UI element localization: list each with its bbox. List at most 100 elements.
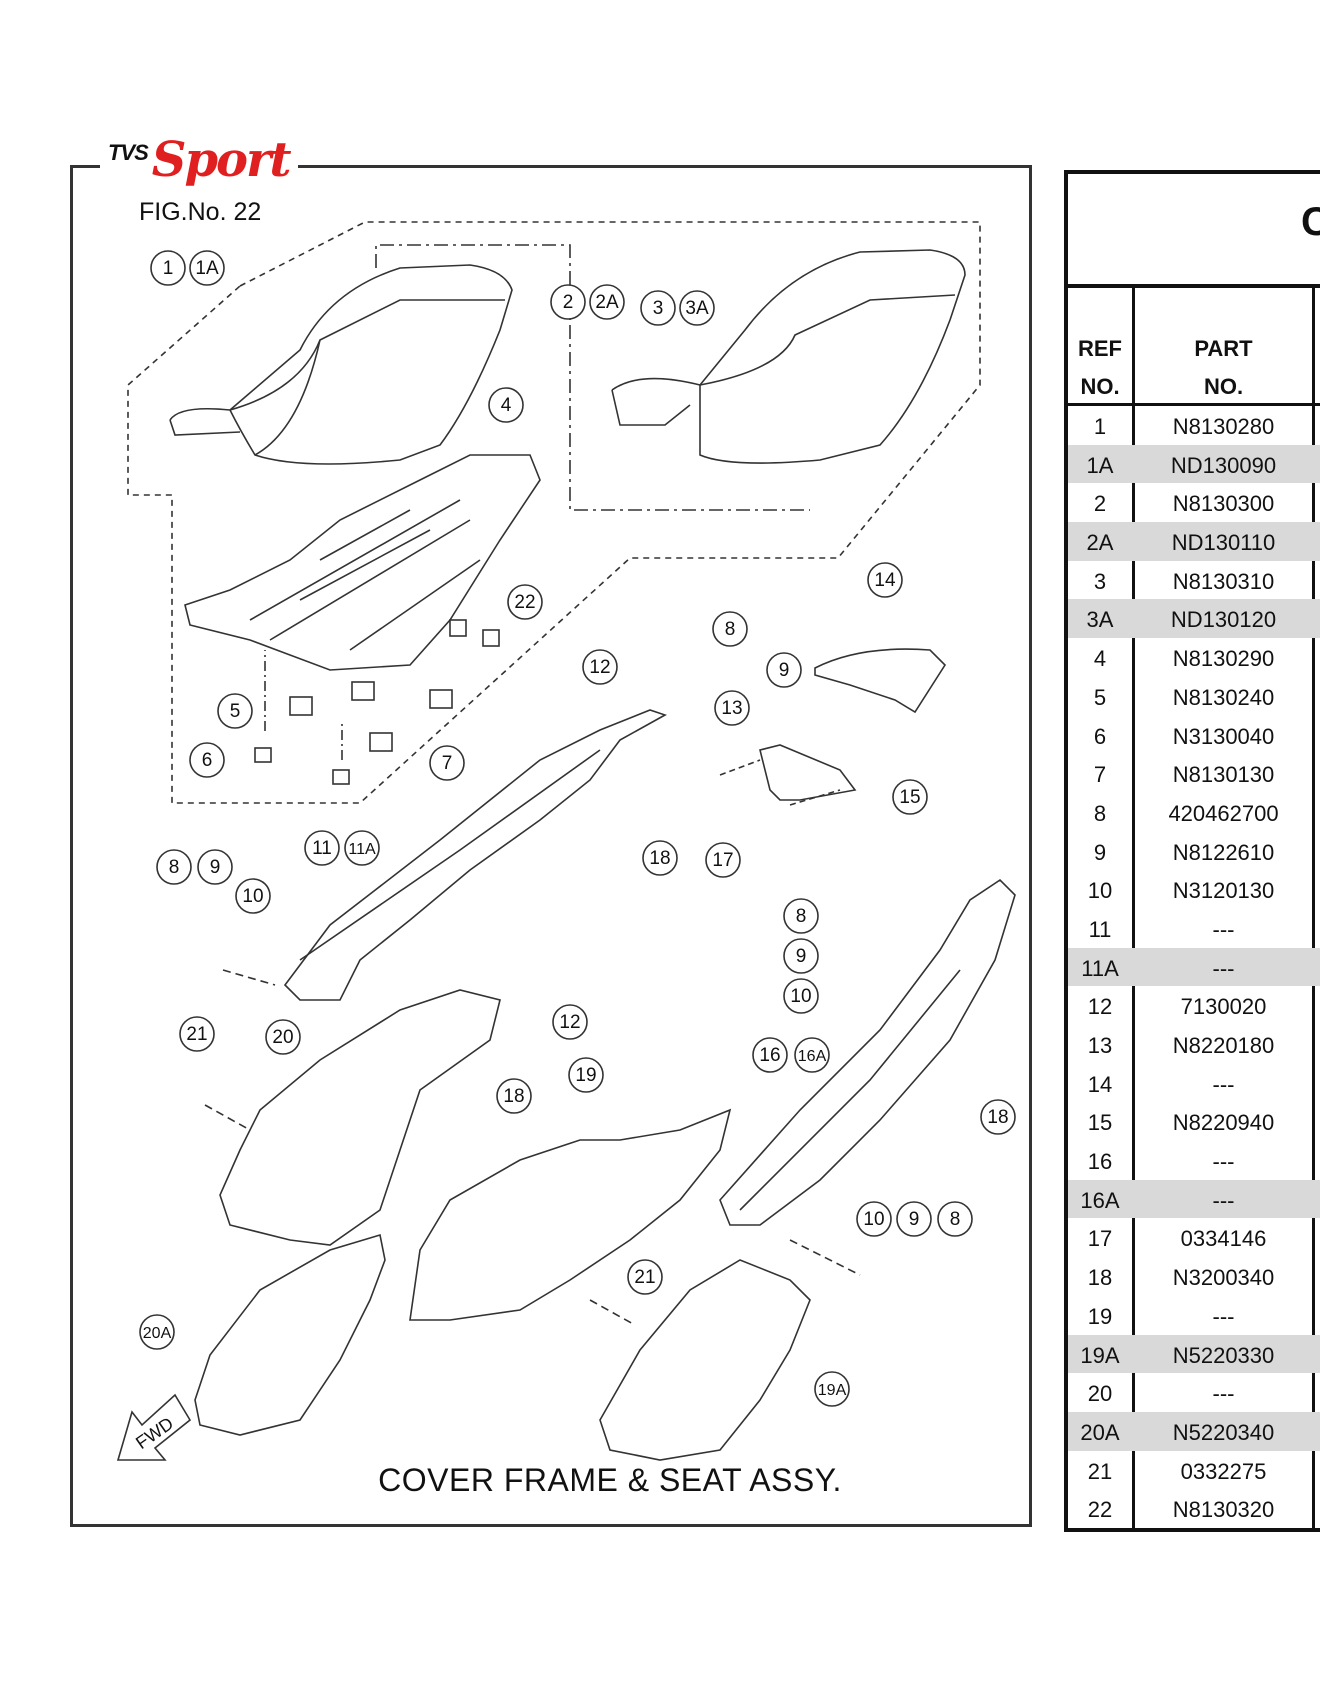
ref-no: 11A	[1081, 955, 1119, 981]
table-row: 10 N3120130	[1068, 870, 1320, 909]
callout-label: 1	[163, 258, 174, 279]
callout-circle	[783, 978, 819, 1014]
header-part-no: PART NO.	[1135, 330, 1312, 406]
callout-label: 4	[501, 395, 512, 416]
header-ref-no: REF NO.	[1068, 330, 1132, 406]
callout-label: 22	[514, 592, 535, 613]
figure-caption-text: COVER FRAME & SEAT ASSY.	[378, 1462, 842, 1498]
ref-no: 16A	[1080, 1187, 1120, 1213]
figure-number: FIG.No. 22	[139, 198, 262, 226]
fwd-label: FWD	[132, 1413, 177, 1453]
callout-circle	[344, 830, 380, 866]
callout-label: 7	[442, 753, 453, 774]
part-no: ---	[1212, 1381, 1235, 1407]
ref-no: 17	[1087, 1226, 1113, 1252]
ref-no: 20	[1087, 1381, 1113, 1407]
table-row: 14---	[1068, 1064, 1320, 1103]
ref-no: 11	[1088, 916, 1112, 942]
callout-label: 8	[725, 619, 736, 640]
callout-label: 8	[796, 906, 807, 927]
callout-label: 1A	[195, 258, 219, 279]
header-ref-line1: REF	[1078, 336, 1122, 361]
ref-no: 10	[1087, 878, 1113, 904]
callout-label: 10	[790, 986, 811, 1007]
callout-circle	[766, 652, 802, 688]
ref-no: 15	[1087, 1110, 1113, 1136]
ref-no: 16	[1087, 1149, 1113, 1175]
callout-label: 12	[589, 657, 610, 678]
ref-no: 19A	[1080, 1342, 1120, 1368]
ref-no: 2A	[1086, 530, 1114, 556]
table-row: 15 N8220940	[1068, 1102, 1320, 1141]
part-no: 420462700	[1168, 800, 1279, 826]
part-no: N8130280	[1172, 414, 1275, 439]
ref-no: 4	[1093, 646, 1107, 672]
callout-circle	[867, 562, 903, 598]
callout-circle	[937, 1201, 973, 1237]
part-no: N8220940	[1172, 1110, 1275, 1136]
part-no: N3120130	[1172, 878, 1275, 904]
ref-no: 22	[1087, 1497, 1113, 1523]
ref-no: 20A	[1080, 1419, 1120, 1445]
part-no: N8130300	[1172, 491, 1275, 517]
ref-no: 6	[1093, 723, 1107, 749]
callout-label: 9	[796, 946, 807, 967]
callout-circle	[235, 878, 271, 914]
callout-label: 9	[210, 857, 221, 878]
callout-circle	[156, 849, 192, 885]
callout-circle	[980, 1099, 1016, 1135]
callout-circle	[568, 1057, 604, 1093]
part-no: ND130090	[1170, 452, 1277, 478]
callout-label: 10	[863, 1209, 884, 1230]
figure-panel	[70, 165, 1032, 1527]
callout-label: 2A	[595, 292, 619, 313]
ref-no: 2	[1093, 491, 1107, 517]
part-no: N8130130	[1172, 762, 1275, 788]
header-ref-line2: NO.	[1080, 374, 1120, 399]
callout-label: 20	[272, 1027, 293, 1048]
part-no: N5220340	[1172, 1419, 1275, 1445]
callout-circle	[189, 250, 225, 286]
table-row: 11 ---	[1068, 909, 1320, 948]
part-no: N8130240	[1172, 684, 1275, 710]
callout-circle	[150, 250, 186, 286]
callout-circle	[642, 840, 678, 876]
callout-label: 12	[559, 1012, 580, 1033]
figure-caption: COVER FRAME & SEAT ASSY.	[0, 1462, 1200, 1499]
part-no: ND130120	[1170, 607, 1277, 633]
table-row: 2 N8130300	[1068, 483, 1320, 522]
callout-label: 5	[230, 701, 241, 722]
brand-name: Sport	[151, 132, 292, 188]
ref-no: 13	[1087, 1033, 1113, 1058]
callout-label: 11A	[348, 841, 376, 858]
callout-circle	[179, 1016, 215, 1052]
callout-label: 3	[653, 298, 664, 319]
part-no: ---	[1212, 916, 1235, 942]
part-no: ---	[1212, 955, 1235, 981]
callout-circle	[679, 290, 715, 326]
callout-label: 18	[503, 1086, 524, 1107]
part-no: N8122610	[1172, 839, 1275, 865]
callout-label: 3A	[685, 298, 709, 319]
part-no: 0334146	[1180, 1226, 1267, 1252]
callout-circle	[189, 742, 225, 778]
column-divider	[1132, 286, 1135, 1532]
callout-label: 16A	[798, 1048, 827, 1065]
callout-circle	[217, 693, 253, 729]
table-row: 19---	[1068, 1296, 1320, 1335]
callout-label: 13	[721, 698, 742, 719]
ref-no: 1A	[1086, 452, 1114, 478]
callout-label: 15	[899, 787, 920, 808]
table-row: 16A---	[1068, 1179, 1320, 1219]
callout-label: 14	[874, 570, 896, 591]
brand-prefix: TVS	[108, 140, 149, 165]
table-row: 20A N5220340	[1068, 1411, 1320, 1451]
column-divider	[1312, 286, 1315, 1532]
